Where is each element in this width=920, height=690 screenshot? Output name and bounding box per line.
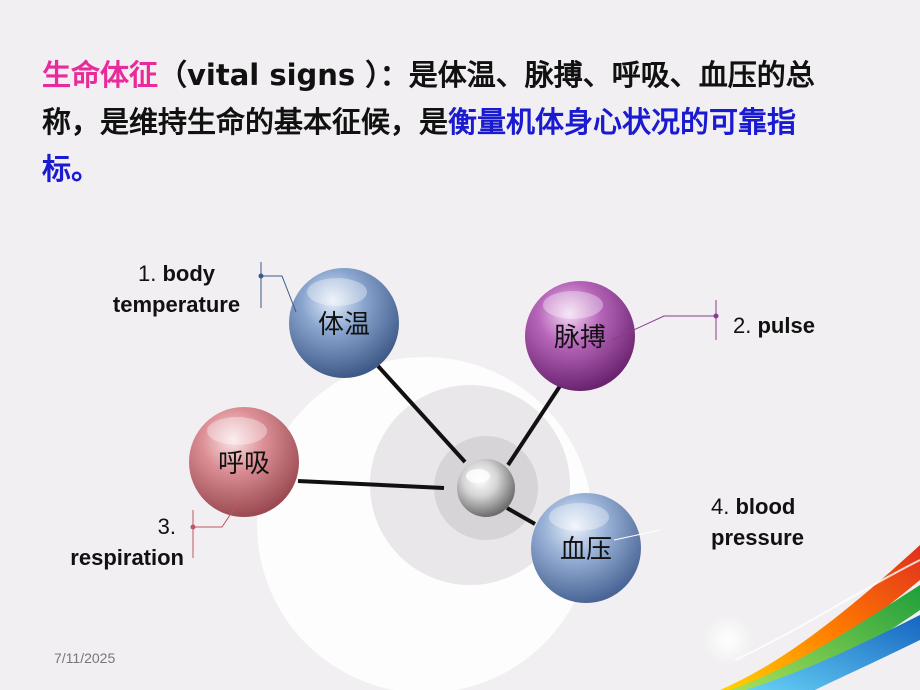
label-blood-pressure: 4. blood pressure: [711, 494, 804, 550]
node-blood-pressure-label: 血压: [560, 535, 612, 565]
connector-respiration: [297, 479, 445, 490]
heading-highlight: 衡量机体身心状况的可靠指标。: [42, 105, 797, 186]
footer-date: 7/11/2025: [54, 650, 116, 666]
node-temperature-label: 体温: [318, 310, 370, 340]
callout-temperature: [258, 262, 297, 313]
node-temperature: [289, 268, 399, 378]
label-respiration: 3. respiration: [70, 514, 184, 570]
connector-temperature: [376, 364, 467, 464]
connector-pulse: [506, 384, 562, 467]
node-respiration: [189, 407, 299, 517]
callout-pulse: [611, 300, 719, 341]
callout-respiration: [190, 499, 241, 558]
slide-heading: 生命体征（vital signs ）：是体温、脉搏、呼吸、血压的总称，是维持生命…: [42, 52, 822, 193]
label-temperature: 1. body temperature: [112, 261, 241, 317]
heading-definition: 是体温、脉搏、呼吸、血压的总称，是维持生命的基本征候，是: [42, 58, 815, 139]
node-pulse: [525, 281, 635, 391]
node-pulse-label: 脉搏: [554, 323, 606, 353]
hub-sphere: [457, 459, 515, 517]
node-respiration-label: 呼吸: [218, 449, 270, 479]
node-blood-pressure: [531, 493, 641, 603]
connector-blood-pressure: [506, 506, 536, 526]
heading-term: 生命体征: [42, 58, 159, 92]
decorative-swoosh: [702, 545, 920, 690]
callout-blood-pressure: [613, 529, 661, 541]
heading-term-en: （vital signs ）：: [158, 58, 409, 92]
label-pulse: 2. pulse: [733, 313, 815, 338]
